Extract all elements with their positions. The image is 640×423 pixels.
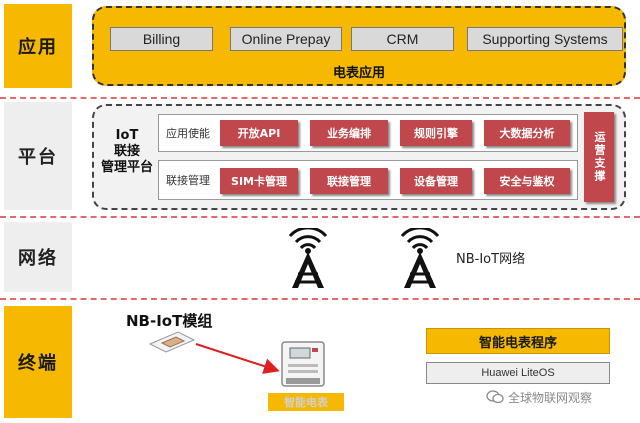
- platform-item-connection-management[interactable]: 联接管理: [310, 168, 388, 194]
- platform-item-device-management[interactable]: 设备管理: [400, 168, 472, 194]
- layer-label-platform: 平台: [4, 102, 72, 210]
- app-button-billing[interactable]: Billing: [110, 27, 213, 51]
- layer-label-network: 网络: [4, 222, 72, 292]
- huawei-liteos: Huawei LiteOS: [426, 362, 610, 384]
- cell-tower-icon-left: [288, 228, 328, 288]
- separator-platform-network: [0, 216, 640, 218]
- row-label-app-enablement: 应用使能: [166, 127, 210, 140]
- platform-item-security-auth[interactable]: 安全与鉴权: [484, 168, 570, 194]
- nbiot-module-label: NB-IoT模组: [126, 312, 213, 330]
- wechat-icon: [486, 390, 504, 404]
- smart-meter-caption: 智能电表: [268, 393, 344, 411]
- smart-meter-icon: [281, 341, 325, 387]
- nbiot-module-chip-icon: [148, 331, 196, 353]
- platform-item-rule-engine[interactable]: 规则引擎: [400, 120, 472, 146]
- iot-platform-label: IoT 联接 管理平台: [96, 128, 158, 180]
- platform-item-service-orchestration[interactable]: 业务编排: [310, 120, 388, 146]
- app-button-online-prepay[interactable]: Online Prepay: [230, 27, 342, 51]
- watermark: 全球物联网观察: [486, 388, 636, 406]
- layer-label-application: 应用: [4, 4, 72, 88]
- platform-item-sim-management[interactable]: SIM卡管理: [220, 168, 298, 194]
- separator-network-terminal: [0, 298, 640, 300]
- network-label: NB-IoT网络: [456, 252, 526, 267]
- smart-meter-program: 智能电表程序: [426, 328, 610, 354]
- app-button-supporting-systems[interactable]: Supporting Systems: [467, 27, 623, 51]
- platform-item-big-data-analytics[interactable]: 大数据分析: [484, 120, 570, 146]
- application-title: 电表应用: [332, 66, 385, 81]
- row-label-connection-mgmt: 联接管理: [166, 174, 210, 187]
- operations-support[interactable]: 运营支撑: [584, 112, 614, 202]
- iot-label-line-2: 联接: [113, 144, 140, 159]
- cell-tower-icon-right: [400, 228, 440, 288]
- platform-item-open-api[interactable]: 开放API: [220, 120, 298, 146]
- iot-label-line-1: IoT: [115, 128, 139, 143]
- separator-app-platform: [0, 97, 640, 99]
- app-button-crm[interactable]: CRM: [351, 27, 454, 51]
- layer-label-terminal: 终端: [4, 306, 72, 418]
- iot-label-line-3: 管理平台: [100, 160, 153, 175]
- watermark-text: 全球物联网观察: [508, 390, 593, 405]
